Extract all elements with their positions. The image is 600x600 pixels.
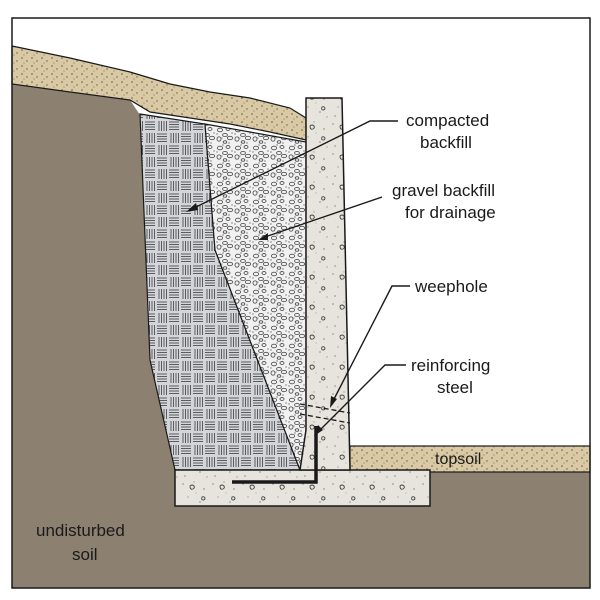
wall-stem <box>299 97 351 471</box>
label-compacted-backfill-2: backfill <box>420 133 472 152</box>
label-topsoil: topsoil <box>435 451 481 468</box>
label-reinforcing-steel-2: steel <box>437 378 473 397</box>
label-weephole: weephole <box>414 277 488 296</box>
label-undisturbed-soil-2: soil <box>72 545 98 564</box>
leader-lines <box>189 120 410 433</box>
undisturbed-soil <box>12 84 590 588</box>
label-gravel-backfill-2: for drainage <box>405 203 496 222</box>
label-undisturbed-soil-1: undisturbed <box>36 521 125 540</box>
weephole <box>299 403 351 424</box>
wall-footing <box>174 469 431 507</box>
leader-arrowheads <box>186 203 337 436</box>
label-reinforcing-steel-1: reinforcing <box>411 356 490 375</box>
label-gravel-backfill-1: gravel backfill <box>392 181 495 200</box>
reinforcing-steel <box>232 426 318 484</box>
label-compacted-backfill-1: compacted <box>406 111 489 130</box>
